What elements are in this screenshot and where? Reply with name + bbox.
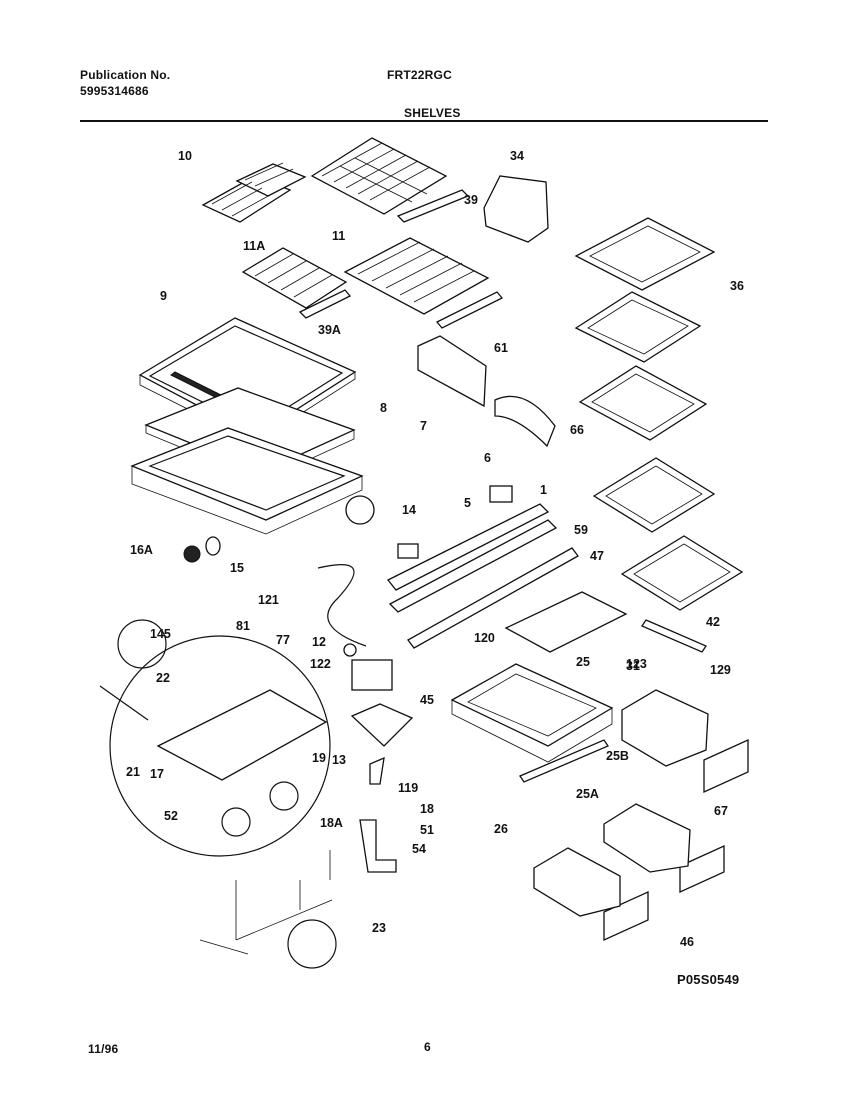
pan-front-46b (679, 844, 725, 894)
bracket-part (417, 335, 487, 408)
callout-labels: 1011343911A39A9613666876511416A155947121… (126, 149, 744, 949)
crisper-glass-part (504, 591, 628, 653)
knob-detail-circle (345, 495, 375, 525)
callout-label-42: 42 (706, 615, 720, 629)
crisper-pan-upper (603, 803, 691, 873)
callout-label-12: 12 (312, 635, 326, 649)
callout-label-47: 47 (590, 549, 604, 563)
light-shield-part (494, 395, 556, 448)
callout-label-67: 67 (714, 804, 728, 818)
header-rule (80, 120, 768, 122)
callout-label-46: 46 (680, 935, 694, 949)
callout-label-17: 17 (150, 767, 164, 781)
section-title: SHELVES (404, 106, 461, 120)
callout-label-54: 54 (412, 842, 426, 856)
callout-label-52: 52 (164, 809, 178, 823)
callout-label-21: 21 (126, 765, 140, 779)
callout-label-14: 14 (402, 503, 416, 517)
callout-label-120: 120 (474, 631, 495, 645)
pan-front-67 (703, 738, 749, 794)
model-number: FRT22RGC (387, 68, 452, 82)
slide-rail-25a (519, 739, 609, 783)
callout-label-26: 26 (494, 822, 508, 836)
callout-label-36: 36 (730, 279, 744, 293)
callout-label-25: 25 (576, 655, 590, 669)
light-socket-part (183, 545, 201, 563)
callout-label-13: 13 (332, 753, 346, 767)
door-bin-part (483, 175, 549, 243)
control-housing-part (351, 659, 393, 691)
inset-145-circle (117, 619, 167, 669)
light-bulb-part (205, 536, 221, 556)
callout-label-39A: 39A (318, 323, 341, 337)
callout-label-45: 45 (420, 693, 434, 707)
small-wire-shelf-part (241, 247, 352, 319)
inset-detail-circle (109, 635, 331, 857)
callout-label-8: 8 (380, 401, 387, 415)
bracket-6-lower (397, 543, 419, 559)
wire-shelf-part-2 (343, 237, 504, 329)
callout-label-19: 19 (312, 751, 326, 765)
damper-knob-18 (221, 807, 251, 837)
lower-mount-lines (199, 850, 333, 955)
callout-label-77: 77 (276, 633, 290, 647)
wire-shelf-part (310, 137, 470, 223)
shelf-rails-part (386, 503, 579, 649)
damper-knob-18a (269, 781, 299, 811)
crisper-frame-part (450, 663, 614, 763)
callout-label-22: 22 (156, 671, 170, 685)
duct-extension-part (359, 819, 397, 873)
slide-rail-part (641, 619, 707, 653)
bracket-6-upper (489, 485, 513, 503)
callout-label-18A: 18A (320, 816, 343, 830)
callout-label-59: 59 (574, 523, 588, 537)
callout-label-11: 11 (332, 229, 345, 243)
damper-housing-part (156, 689, 328, 781)
parts-artwork (99, 137, 749, 969)
callout-label-25A: 25A (576, 787, 599, 801)
callout-label-7: 7 (420, 419, 427, 433)
publication-number: 5995314686 (80, 84, 149, 98)
deli-pan-part (621, 689, 709, 767)
callout-label-18: 18 (420, 802, 434, 816)
callout-label-34: 34 (510, 149, 524, 163)
pan-front-46a (603, 890, 649, 942)
callout-label-15: 15 (230, 561, 244, 575)
callout-label-25B: 25B (606, 749, 629, 763)
callout-label-1: 1 (540, 483, 547, 497)
callout-label-121: 121 (258, 593, 279, 607)
callout-label-11A: 11A (243, 239, 265, 253)
air-duct-part (369, 756, 385, 785)
callout-label-10: 10 (178, 149, 192, 163)
callout-label-145: 145 (150, 627, 171, 641)
callout-label-123: 123 (626, 657, 647, 671)
mount-detail-circle (287, 919, 337, 969)
callout-label-61: 61 (494, 341, 508, 355)
callout-label-16A: 16A (130, 543, 153, 557)
drawing-code: P05S0549 (677, 972, 740, 987)
callout-label-39: 39 (464, 193, 478, 207)
publication-label: Publication No. (80, 68, 171, 82)
callout-label-23: 23 (372, 921, 386, 935)
crisper-pan-lower (533, 847, 621, 917)
footer-date: 11/96 (88, 1042, 119, 1056)
callout-label-66: 66 (570, 423, 584, 437)
pan-frame-part (130, 427, 364, 535)
callout-label-129: 129 (710, 663, 731, 677)
egg-tray-part (201, 162, 307, 223)
glass-shelves-column (574, 217, 744, 611)
callout-label-81: 81 (236, 619, 250, 633)
callout-label-5: 5 (464, 496, 471, 510)
sensor-part (343, 643, 357, 657)
callout-label-6: 6 (484, 451, 491, 465)
callout-label-122: 122 (310, 657, 331, 671)
footer-page: 6 (424, 1040, 431, 1054)
control-bracket-part (350, 703, 414, 747)
wire-harness-part (317, 564, 367, 647)
callout-label-9: 9 (160, 289, 167, 303)
callout-label-119: 119 (398, 781, 418, 795)
callout-label-31: 31 (626, 659, 640, 673)
callout-label-51: 51 (420, 823, 434, 837)
